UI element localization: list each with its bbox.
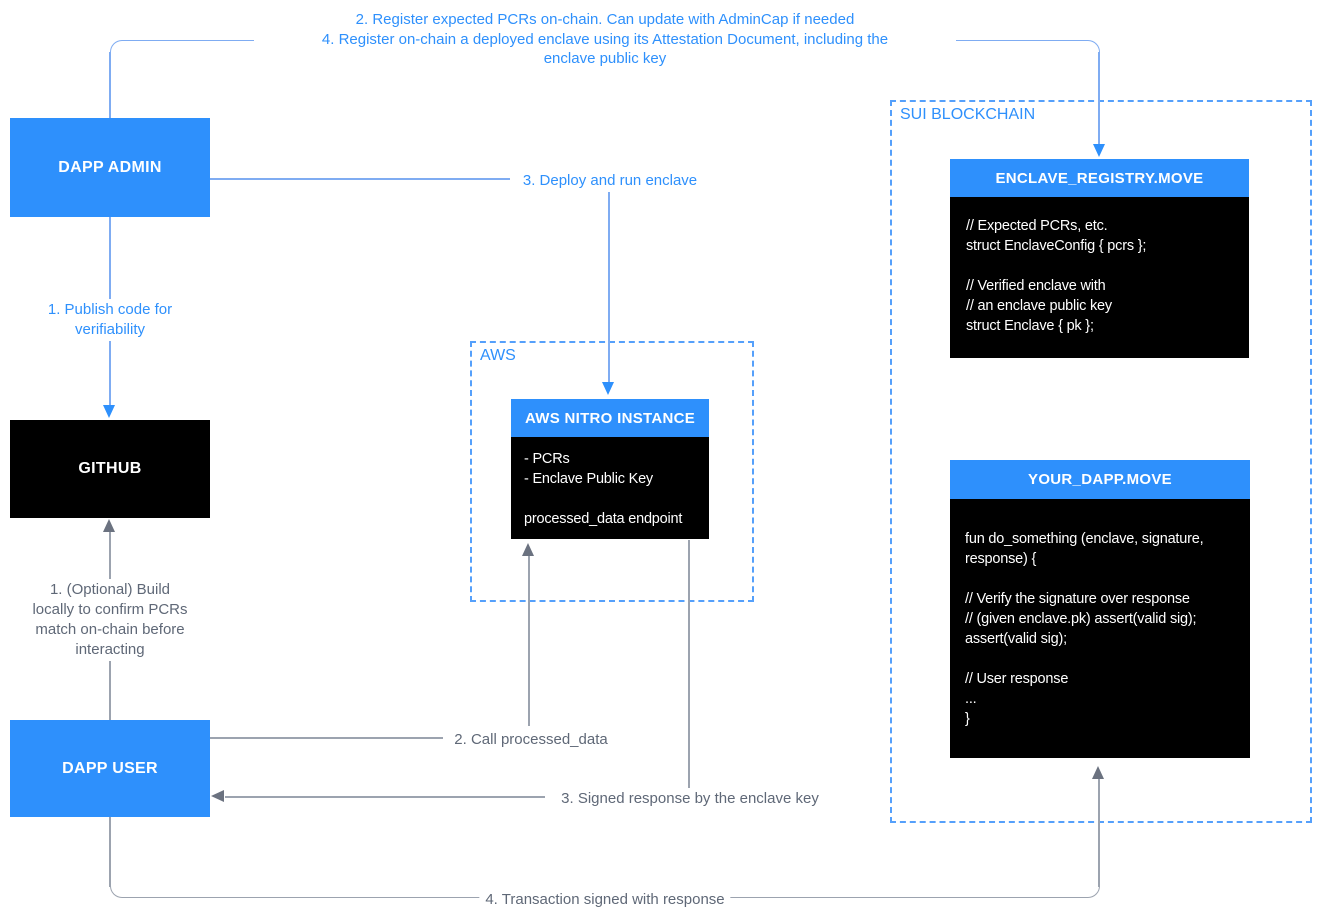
register-edge-label: 2. Register expected PCRs on-chain. Can …: [254, 9, 956, 70]
enclave-registry-node: ENCLAVE_REGISTRY.MOVE // Expected PCRs, …: [950, 159, 1249, 358]
arrow-down-icon: [602, 382, 614, 395]
deploy-connector-vline: [608, 189, 610, 383]
arrow-up-icon: [103, 519, 115, 532]
call-connector-vline: [528, 556, 530, 726]
optional-build-edge-label: 1. (Optional) Build locally to confirm P…: [26, 579, 194, 661]
your-dapp-node: YOUR_DAPP.MOVE fun do_something (enclave…: [950, 460, 1250, 758]
arrow-down-icon: [103, 405, 115, 418]
your-dapp-title: YOUR_DAPP.MOVE: [950, 460, 1250, 499]
deploy-connector-hline: [210, 178, 510, 180]
signed-response-edge-label: 3. Signed response by the enclave key: [555, 788, 825, 810]
transaction-connector-right-vline: [1098, 779, 1100, 887]
your-dapp-body: fun do_something (enclave, signature, re…: [950, 499, 1250, 758]
enclave-registry-body: // Expected PCRs, etc. struct EnclaveCon…: [950, 197, 1249, 358]
sui-blockchain-group-label: SUI BLOCKCHAIN: [900, 106, 1036, 123]
arrow-down-icon: [1093, 144, 1105, 157]
register-connector-left-vline: [109, 52, 111, 118]
call-edge-label: 2. Call processed_data: [448, 729, 614, 751]
dapp-admin-label: DAPP ADMIN: [58, 158, 162, 176]
deploy-edge-label: 3. Deploy and run enclave: [516, 170, 704, 192]
aws-nitro-instance-body: - PCRs - Enclave Public Key processed_da…: [511, 437, 709, 539]
github-label: GITHUB: [78, 460, 142, 477]
github-node: GITHUB: [10, 420, 210, 518]
dapp-user-node: DAPP USER: [10, 720, 210, 817]
arrow-left-icon: [211, 790, 224, 802]
call-connector-hline: [210, 737, 443, 739]
register-connector-right-vline: [1098, 52, 1100, 145]
sui-blockchain-group-box: SUI BLOCKCHAIN: [890, 100, 1312, 823]
aws-nitro-instance-node: AWS NITRO INSTANCE - PCRs - Enclave Publ…: [511, 399, 709, 539]
dapp-user-label: DAPP USER: [62, 759, 158, 777]
transaction-connector-left-vline: [109, 817, 111, 887]
arrow-up-icon: [522, 543, 534, 556]
signed-response-connector-vline: [688, 540, 690, 789]
arrow-up-icon: [1092, 766, 1104, 779]
transaction-edge-label: 4. Transaction signed with response: [479, 889, 731, 911]
publish-edge-label: 1. Publish code for verifiability: [41, 299, 179, 341]
dapp-admin-node: DAPP ADMIN: [10, 118, 210, 217]
aws-group-box: AWS: [470, 341, 754, 602]
aws-group-label: AWS: [480, 347, 516, 364]
enclave-registry-title: ENCLAVE_REGISTRY.MOVE: [950, 159, 1249, 197]
signed-response-connector-hline: [225, 796, 545, 798]
aws-nitro-instance-title: AWS NITRO INSTANCE: [511, 399, 709, 437]
